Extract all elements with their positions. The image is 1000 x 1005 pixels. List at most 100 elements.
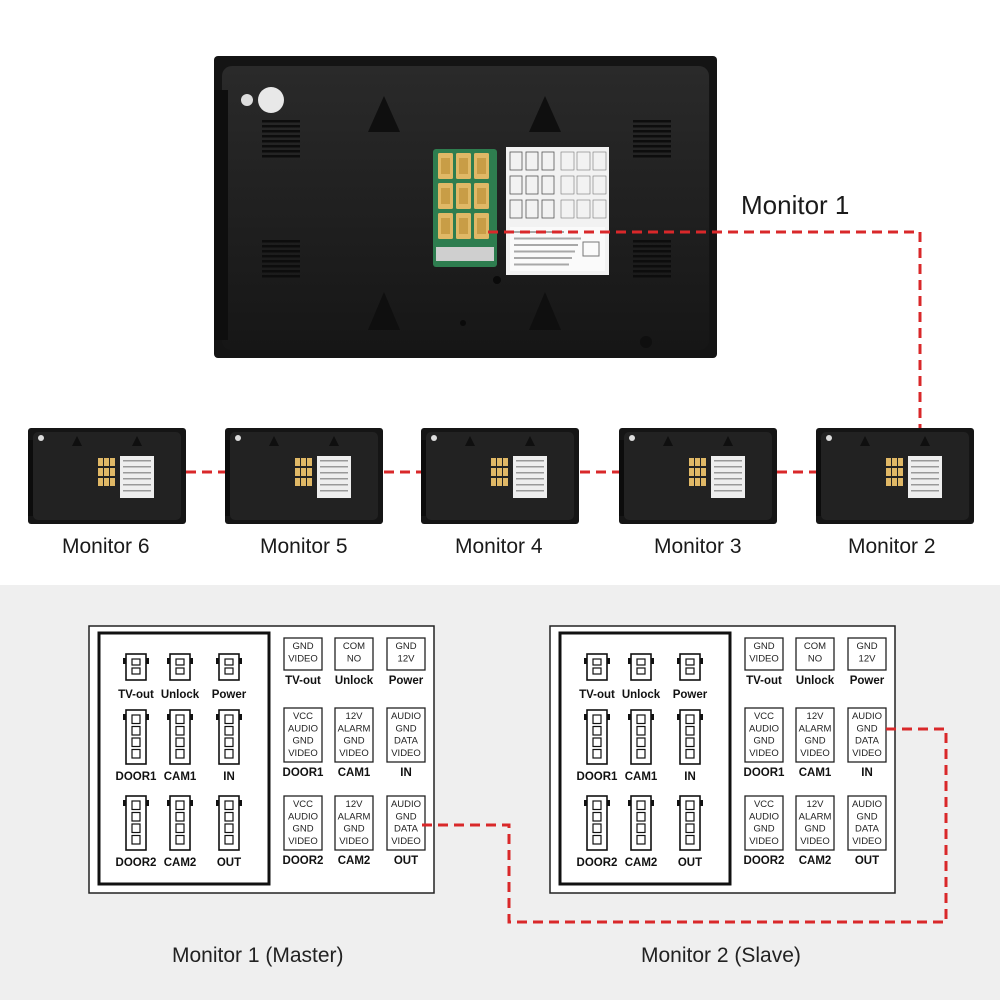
connection-wire (422, 727, 948, 924)
pin-label: COM (343, 641, 365, 652)
pin-label: 12V (398, 653, 416, 664)
connector-label: CAM1 (164, 771, 197, 783)
pin-label: GND (343, 736, 364, 747)
connector-label: IN (684, 771, 696, 783)
pin-label: GND (856, 641, 877, 652)
connector-icon (628, 795, 654, 851)
terminal-label: IN (400, 767, 412, 779)
pin-label: GND (292, 824, 313, 835)
pin-label: VIDEO (749, 748, 779, 759)
monitor-4-label: Monitor 4 (455, 535, 543, 558)
terminal-label: DOOR2 (283, 855, 324, 867)
connector-label: TV-out (118, 689, 154, 701)
pin-label: VIDEO (288, 748, 318, 759)
pin-label: GND (804, 736, 825, 747)
connector-icon (167, 653, 193, 681)
monitor-1-label: Monitor 1 (741, 190, 850, 220)
pin-label: DATA (855, 736, 880, 747)
connector-icon (628, 653, 654, 681)
pin-label: GND (753, 736, 774, 747)
connector-icon (216, 709, 242, 765)
connector-icon (167, 795, 193, 851)
connector-icon (677, 709, 703, 765)
pin-label: VIDEO (852, 748, 882, 759)
terminal-label: OUT (394, 855, 418, 867)
pin-label: ALARM (338, 811, 371, 822)
monitor-back-icon (225, 428, 383, 524)
monitor-back-icon (28, 428, 186, 524)
pin-label: GND (753, 824, 774, 835)
pin-label: AUDIO (391, 799, 421, 810)
connection-wire (186, 230, 922, 474)
monitor-chain-section: Monitor 1 Monitor 6 Monitor 5 Monitor 4 … (28, 56, 974, 558)
pin-label: GND (395, 811, 416, 822)
terminal-label: CAM2 (799, 855, 832, 867)
pin-label: NO (808, 653, 822, 664)
pin-label: VCC (754, 711, 774, 722)
pin-label: VIDEO (800, 748, 830, 759)
pin-label: VIDEO (749, 653, 779, 664)
pin-label: AUDIO (288, 723, 318, 734)
connector-label: Power (673, 689, 708, 701)
master-panel-title: Monitor 1 (Master) (172, 944, 344, 967)
connector-icon (677, 653, 703, 681)
pin-label: ALARM (338, 723, 371, 734)
pin-label: VCC (293, 799, 313, 810)
terminal-label: DOOR1 (744, 767, 786, 779)
pin-label: 12V (859, 653, 877, 664)
pin-label: NO (347, 653, 361, 664)
pin-label: GND (343, 824, 364, 835)
connector-label: CAM2 (164, 857, 197, 869)
connector-label: DOOR2 (116, 857, 157, 869)
monitor-chain-diagram (28, 56, 974, 524)
pin-label: VIDEO (749, 836, 779, 847)
connector-label: Power (212, 689, 247, 701)
pin-label: 12V (807, 799, 825, 810)
connector-icon (628, 709, 654, 765)
slave-panel-title: Monitor 2 (Slave) (641, 944, 801, 967)
monitor-2-label: Monitor 2 (848, 535, 936, 558)
pin-label: VCC (293, 711, 313, 722)
pin-label: GND (292, 736, 313, 747)
pin-label: VIDEO (391, 748, 421, 759)
monitor-back-icon (421, 428, 579, 524)
pin-label: AUDIO (391, 711, 421, 722)
pin-label: COM (804, 641, 826, 652)
connector-label: DOOR1 (577, 771, 619, 783)
connector-icon (123, 795, 149, 851)
pin-label: GND (395, 723, 416, 734)
connector-icon (584, 795, 610, 851)
connector-label: Unlock (161, 689, 200, 701)
connector-label: OUT (217, 857, 241, 869)
terminal-label: Unlock (796, 675, 835, 687)
pin-label: GND (292, 641, 313, 652)
pin-label: VIDEO (339, 748, 369, 759)
connector-icon (123, 709, 149, 765)
monitor-back-icon (816, 428, 974, 524)
terminal-label: IN (861, 767, 873, 779)
terminal-label: OUT (855, 855, 879, 867)
terminal-label: CAM2 (338, 855, 371, 867)
monitor-6-label: Monitor 6 (62, 535, 150, 558)
connector-label: CAM1 (625, 771, 658, 783)
pin-label: VIDEO (288, 653, 318, 664)
pin-label: ALARM (799, 811, 832, 822)
pin-label: AUDIO (852, 799, 882, 810)
connector-label: DOOR2 (577, 857, 618, 869)
connector-label: Unlock (622, 689, 661, 701)
connector-icon (167, 709, 193, 765)
pin-label: 12V (346, 799, 364, 810)
pin-label: VIDEO (339, 836, 369, 847)
connector-icon (216, 795, 242, 851)
terminal-label: Unlock (335, 675, 374, 687)
pin-label: AUDIO (852, 711, 882, 722)
